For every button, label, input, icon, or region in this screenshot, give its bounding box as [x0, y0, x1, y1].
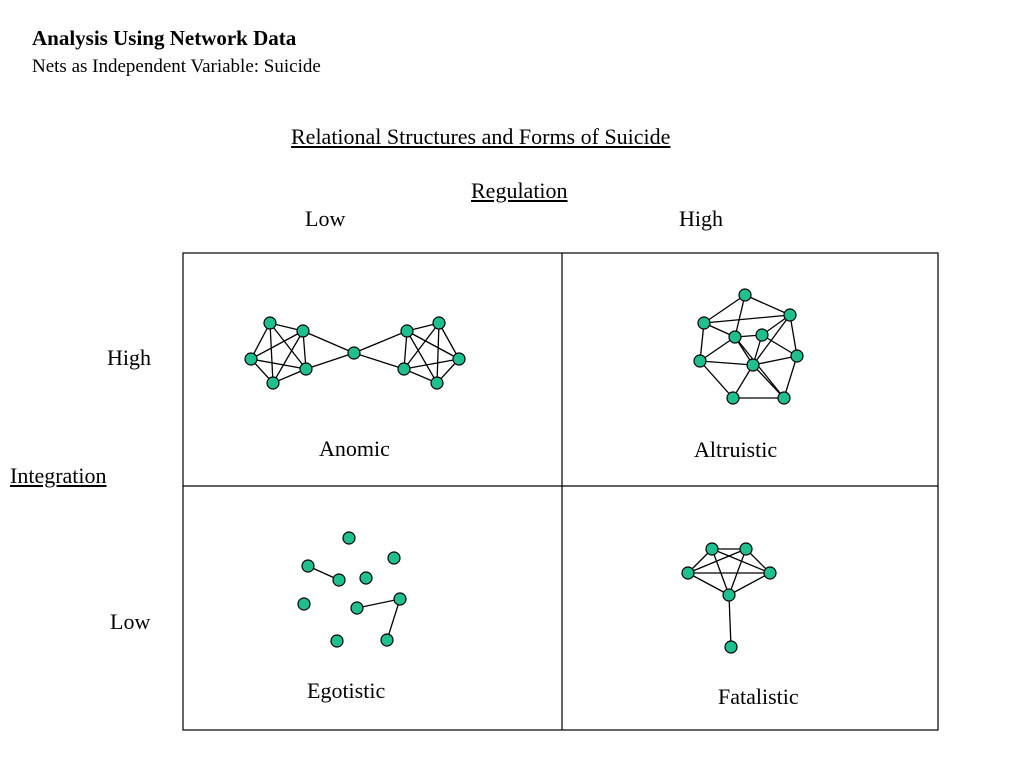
anomic-edge: [250, 330, 304, 360]
anomic-edge: [406, 330, 438, 384]
egotistic-edge: [386, 598, 401, 641]
altruistic-edge: [734, 294, 746, 338]
anomic-edge: [269, 322, 307, 370]
altruistic-network: [693, 288, 804, 405]
altruistic-node: [777, 391, 791, 405]
anomic-edge: [436, 322, 440, 384]
fatalistic-network: [681, 542, 777, 654]
diagram-title: Relational Structures and Forms of Suici…: [291, 124, 671, 149]
fatalistic-edge: [728, 548, 747, 596]
grid-border: [182, 252, 939, 731]
anomic-edge: [305, 352, 355, 370]
egotistic-node: [332, 573, 346, 587]
regulation-low-label: Low: [305, 206, 346, 231]
altruistic-edge: [699, 360, 734, 399]
altruistic-edge: [703, 294, 746, 324]
altruistic-edge: [761, 334, 798, 357]
anomic-edge: [353, 330, 408, 354]
altruistic-node: [790, 349, 804, 363]
altruistic-label: Altruistic: [694, 437, 778, 462]
regulation-high-label: High: [679, 206, 723, 231]
anomic-edge: [272, 330, 304, 384]
anomic-edge: [269, 322, 274, 384]
anomic-edge: [250, 358, 307, 370]
anomic-node: [397, 362, 411, 376]
altruistic-node: [726, 391, 740, 405]
anomic-node: [266, 376, 280, 390]
fatalistic-node: [681, 566, 695, 580]
fatalistic-node: [705, 542, 719, 556]
page-title: Analysis Using Network Data: [32, 26, 297, 50]
grid-lines: [182, 252, 939, 731]
altruistic-edge: [752, 314, 791, 366]
egotistic-node: [393, 592, 407, 606]
anomic-node: [452, 352, 466, 366]
altruistic-edge: [699, 360, 754, 366]
egotistic-edge: [356, 598, 401, 609]
egotistic-node: [380, 633, 394, 647]
anomic-node: [400, 324, 414, 338]
regulation-axis-label: Regulation: [471, 178, 568, 203]
fatalistic-edge: [687, 548, 747, 574]
anomic-edge: [406, 330, 460, 360]
anomic-edge: [302, 330, 355, 354]
egotistic-label: Egotistic: [307, 678, 386, 703]
egotistic-network: [297, 531, 407, 648]
altruistic-node: [755, 328, 769, 342]
egotistic-node: [359, 571, 373, 585]
fatalistic-node: [722, 588, 736, 602]
anomic-node: [430, 376, 444, 390]
fatalistic-edge: [728, 572, 771, 596]
altruistic-edge: [744, 294, 791, 316]
anomic-node: [347, 346, 361, 360]
anomic-label: Anomic: [319, 436, 390, 461]
altruistic-edge: [699, 336, 736, 362]
altruistic-node: [697, 316, 711, 330]
fatalistic-node: [739, 542, 753, 556]
anomic-node: [432, 316, 446, 330]
anomic-edge: [403, 358, 460, 370]
altruistic-edge: [734, 336, 785, 399]
anomic-node: [263, 316, 277, 330]
fatalistic-node: [724, 640, 738, 654]
egotistic-node: [350, 601, 364, 615]
integration-high-label: High: [107, 345, 151, 370]
egotistic-node: [297, 597, 311, 611]
anomic-edge: [250, 322, 271, 360]
integration-low-label: Low: [110, 609, 151, 634]
altruistic-node: [728, 330, 742, 344]
egotistic-node: [387, 551, 401, 565]
fatalistic-label: Fatalistic: [718, 684, 799, 709]
anomic-edge: [353, 352, 405, 370]
egotistic-node: [301, 559, 315, 573]
altruistic-edge: [789, 314, 798, 357]
egotistic-node: [330, 634, 344, 648]
altruistic-edge: [783, 355, 798, 399]
anomic-node: [244, 352, 258, 366]
fatalistic-node: [763, 566, 777, 580]
anomic-node: [296, 324, 310, 338]
page-subtitle: Nets as Independent Variable: Suicide: [32, 56, 321, 77]
anomic-edge: [438, 322, 460, 360]
altruistic-node: [693, 354, 707, 368]
altruistic-node: [738, 288, 752, 302]
altruistic-edge: [752, 355, 798, 366]
anomic-network: [244, 316, 466, 390]
fatalistic-edge: [728, 594, 732, 648]
fatalistic-edge: [687, 572, 730, 596]
anomic-node: [299, 362, 313, 376]
altruistic-node: [783, 308, 797, 322]
altruistic-edge: [703, 314, 791, 324]
egotistic-node: [342, 531, 356, 545]
fatalistic-edge: [711, 548, 730, 596]
integration-axis-label: Integration: [10, 463, 107, 488]
anomic-edge: [403, 322, 440, 370]
altruistic-node: [746, 358, 760, 372]
